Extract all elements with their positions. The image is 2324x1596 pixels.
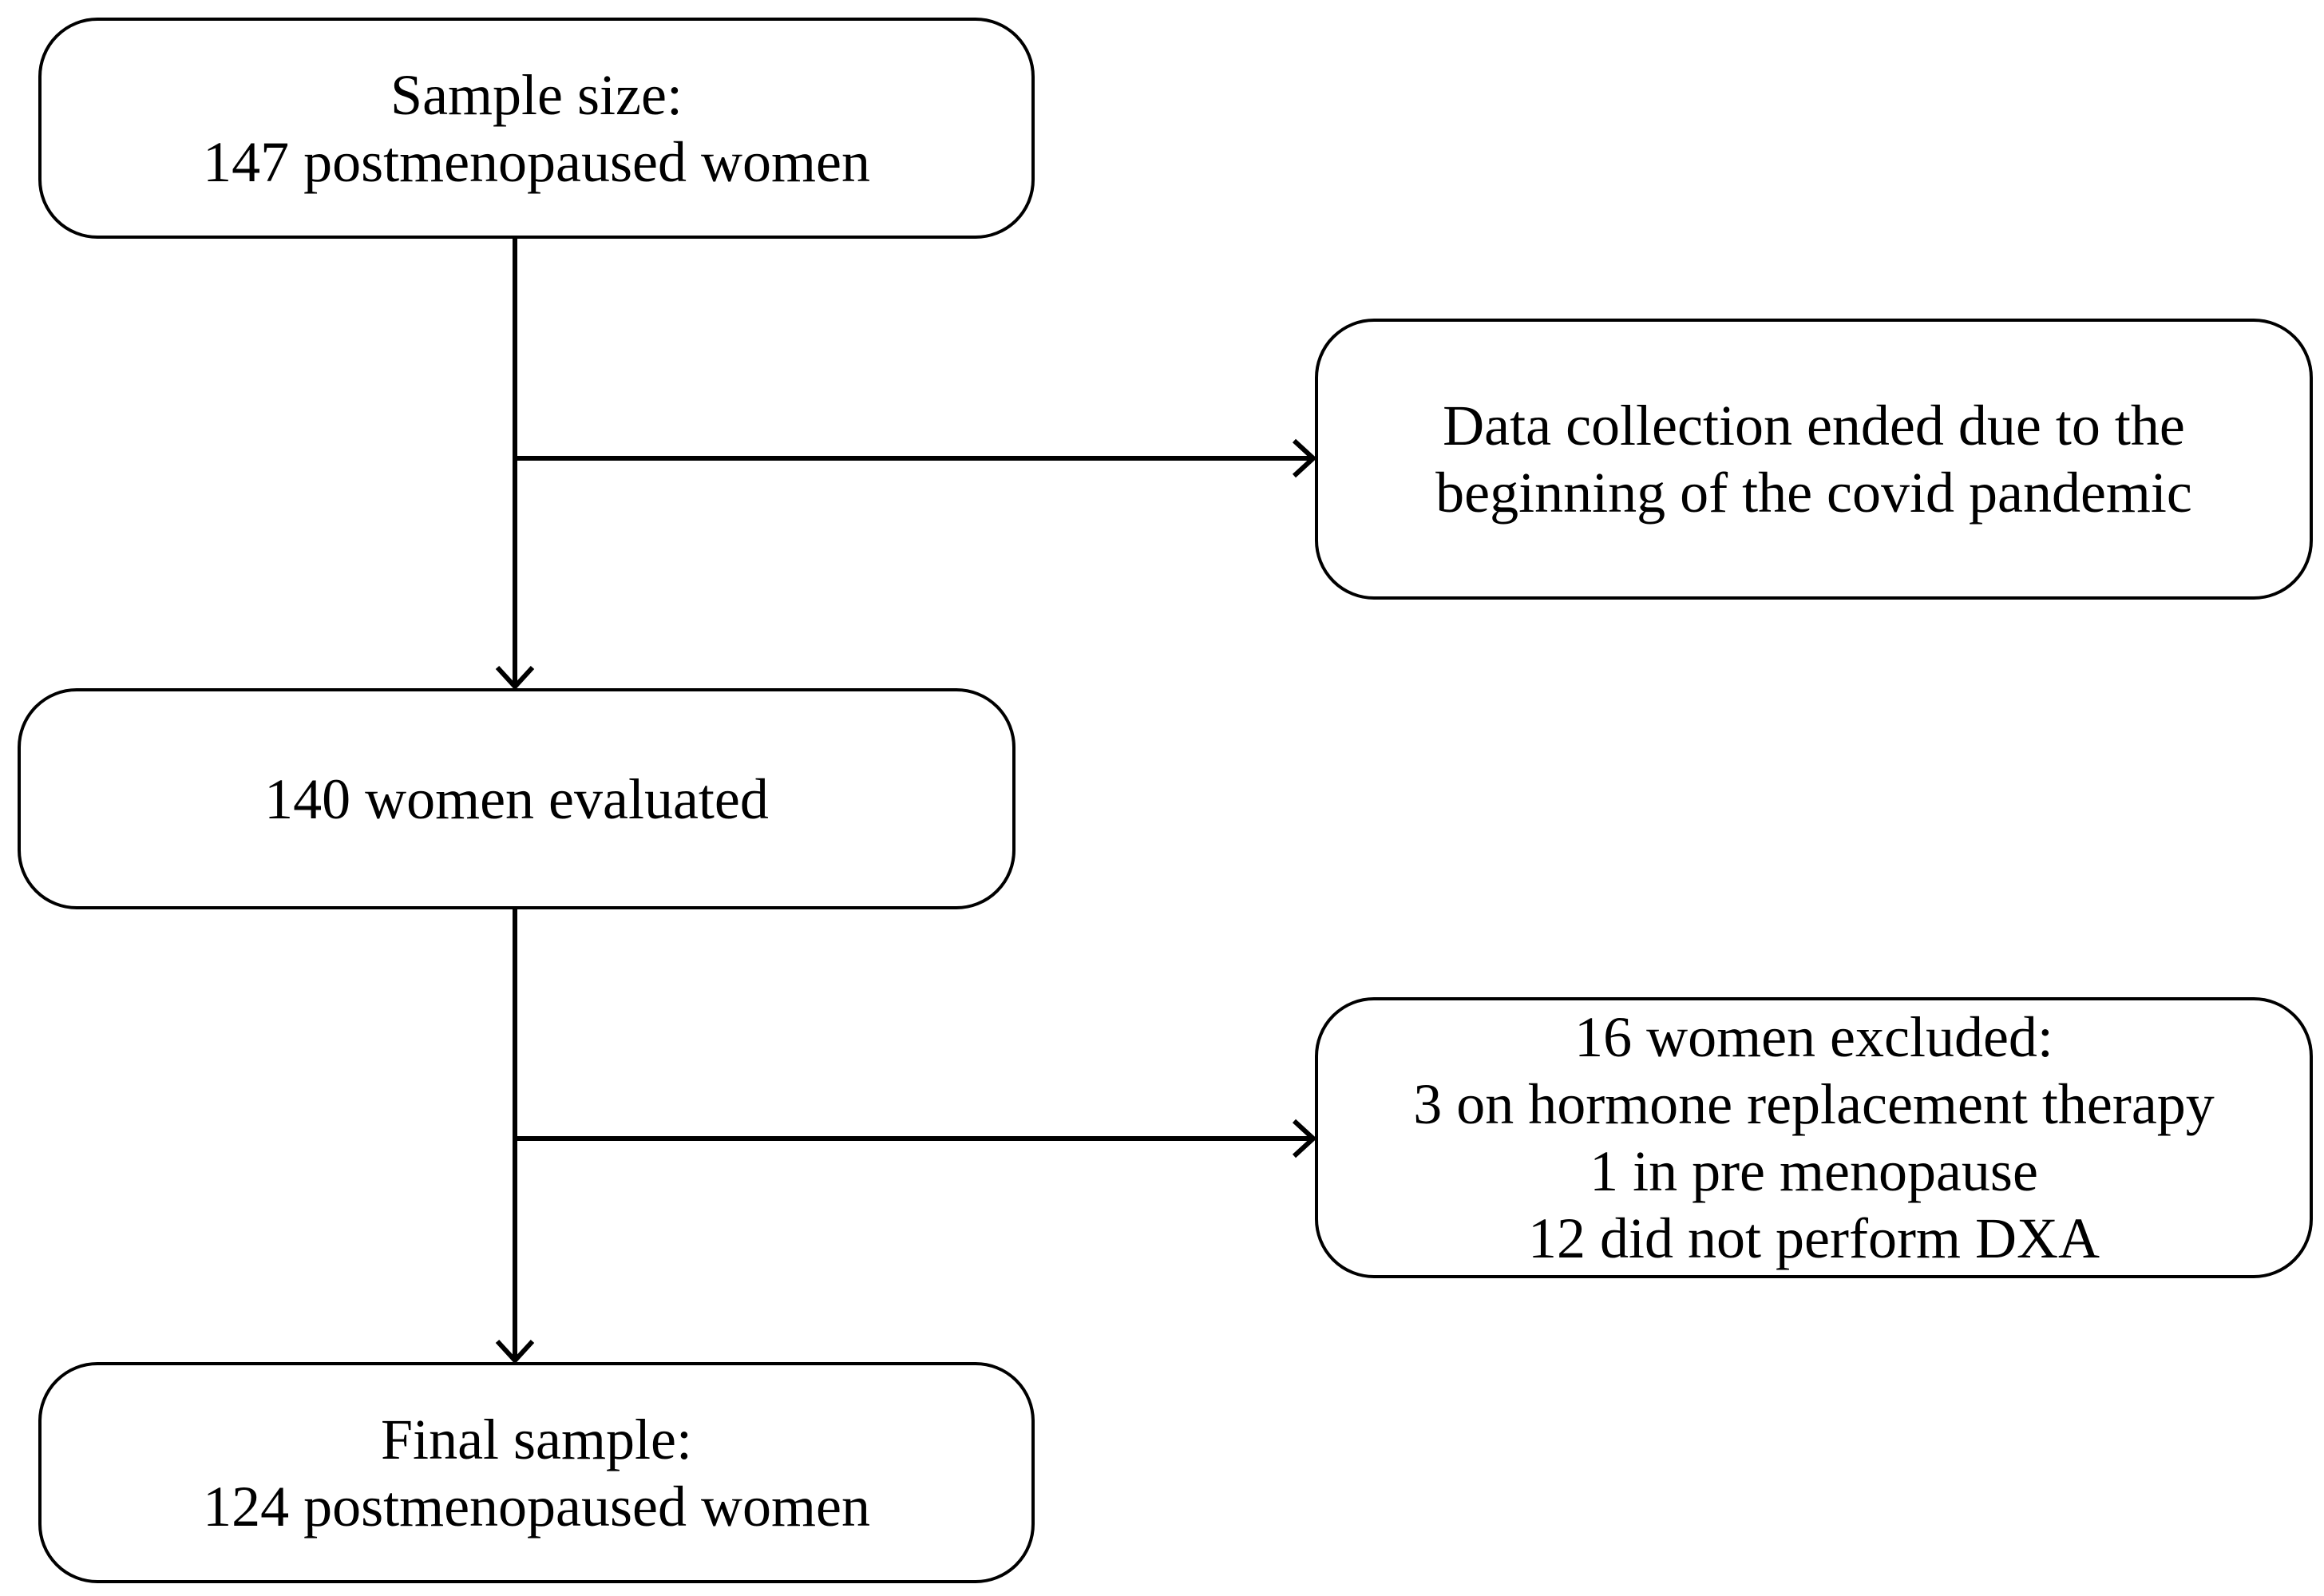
- final-sample-label: Final sample:: [381, 1407, 692, 1471]
- excluded-box: 16 women excluded: 3 on hormone replacem…: [1315, 997, 2313, 1278]
- evaluated-box: 140 women evaluated: [18, 688, 1016, 909]
- sample-size-label: Sample size:: [390, 62, 683, 127]
- excluded-reason-no-dxa: 12 did not perform DXA: [1528, 1206, 2100, 1270]
- arrowhead-to-final: [495, 1339, 535, 1364]
- covid-note-line-2: beginning of the covid pandemic: [1435, 461, 2192, 525]
- excluded-reason-premenopause: 1 in pre menopause: [1590, 1139, 2038, 1203]
- arrowhead-to-excluded: [1292, 1119, 1317, 1158]
- arrowhead-to-covid: [1292, 438, 1317, 478]
- evaluated-count: 140 women evaluated: [264, 766, 769, 831]
- covid-note-line-1: Data collection ended due to the: [1443, 394, 2185, 457]
- excluded-reason-hrt: 3 on hormone replacement therapy: [1413, 1072, 2215, 1136]
- sample-size-box: Sample size: 147 postmenopaused women: [38, 18, 1035, 239]
- final-sample-box: Final sample: 124 postmenopaused women: [38, 1362, 1035, 1583]
- excluded-header: 16 women excluded:: [1574, 1005, 2053, 1069]
- final-sample-count: 124 postmenopaused women: [203, 1474, 870, 1539]
- covid-note-box: Data collection ended due to the beginni…: [1315, 319, 2313, 600]
- arrowhead-to-evaluated: [495, 665, 535, 691]
- sample-size-count: 147 postmenopaused women: [203, 129, 870, 194]
